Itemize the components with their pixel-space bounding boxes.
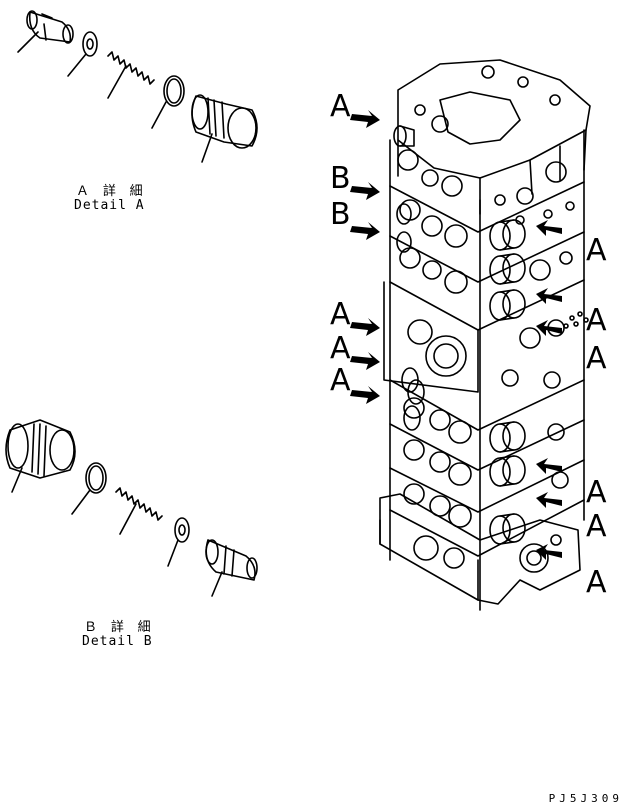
arrow-left-1 xyxy=(350,110,380,128)
arrow-left-2 xyxy=(350,182,380,200)
detail-b-plunger xyxy=(205,539,258,597)
plug-a-4 xyxy=(489,421,526,453)
detail-b-o-ring xyxy=(71,462,107,515)
callout-right-2: A xyxy=(586,303,607,338)
callout-arrows xyxy=(350,110,562,560)
detail-b-parts xyxy=(5,419,258,597)
plug-a-2 xyxy=(489,253,526,285)
arrow-right-5 xyxy=(536,492,562,508)
right-side-plugs xyxy=(489,219,526,545)
detail-b-spring xyxy=(115,487,163,535)
arrow-right-2 xyxy=(536,288,562,304)
detail-a-title-en: Detail A xyxy=(74,198,145,213)
detail-a-plug xyxy=(191,94,258,163)
callout-left-1: A xyxy=(330,89,351,124)
arrow-right-4 xyxy=(536,458,562,474)
arrow-right-3 xyxy=(536,320,562,336)
arrow-left-5 xyxy=(350,352,380,370)
arrow-left-4 xyxy=(350,318,380,336)
valve-sections xyxy=(383,129,589,611)
detail-b-title-en: Detail B xyxy=(82,634,153,649)
callout-right-3: A xyxy=(586,341,607,376)
detail-a-o-ring xyxy=(151,75,185,129)
detail-a-parts xyxy=(17,10,258,163)
left-side-plugs xyxy=(393,125,425,431)
plug-a-3 xyxy=(489,289,526,321)
detail-a-spring xyxy=(107,51,155,99)
callout-left-2: B xyxy=(330,161,351,196)
callout-left-6: A xyxy=(330,363,351,398)
callout-right-1: A xyxy=(586,233,607,268)
detail-b-plug xyxy=(5,419,76,493)
detail-a-title-jp: Ａ 詳 細 xyxy=(76,184,146,199)
callout-right-5: A xyxy=(586,509,607,544)
arrow-left-6 xyxy=(350,386,380,404)
detail-a-washer xyxy=(67,31,98,77)
top-cover xyxy=(397,59,591,215)
plug-a-1 xyxy=(489,219,526,251)
control-valve-stack xyxy=(379,59,591,611)
arrow-left-3 xyxy=(350,222,380,240)
callout-left-3: B xyxy=(330,197,351,232)
callout-left-5: A xyxy=(330,331,351,366)
detail-a-plunger xyxy=(17,10,74,53)
plug-left-1 xyxy=(393,125,415,147)
drawing-code: PJ5J309 xyxy=(548,792,623,805)
callout-right-4: A xyxy=(586,475,607,510)
plug-a-5 xyxy=(489,455,526,487)
base-block xyxy=(379,493,581,605)
arrow-right-1 xyxy=(536,220,562,236)
detail-b-washer xyxy=(167,517,190,567)
detail-b-title-jp: Ｂ 詳 細 xyxy=(84,620,154,635)
callout-right-6: A xyxy=(586,565,607,600)
plug-a-6 xyxy=(489,513,526,545)
arrow-right-6 xyxy=(536,544,562,560)
callout-left-4: A xyxy=(330,297,351,332)
